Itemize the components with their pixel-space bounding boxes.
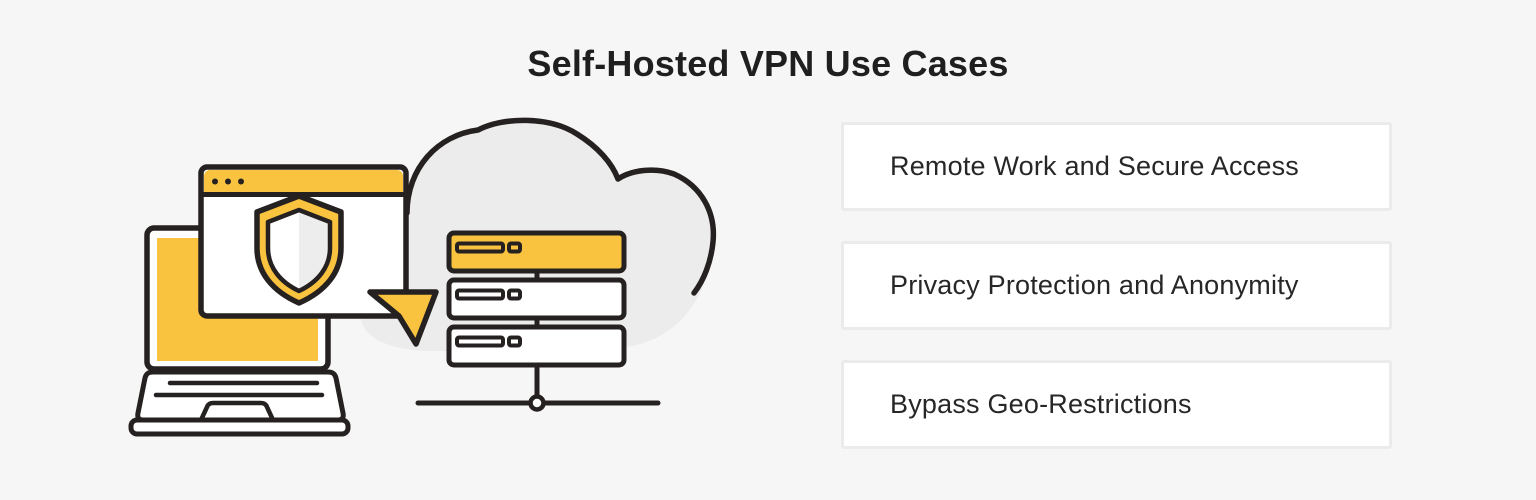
window-dot — [212, 178, 218, 185]
server-rack-icon — [446, 230, 627, 368]
laptop-base — [128, 417, 351, 437]
network-line-icon — [415, 360, 661, 412]
use-case-card-geo-restrictions: Bypass Geo-Restrictions — [841, 360, 1392, 449]
laptop-trackpad — [198, 400, 276, 423]
window-dot — [225, 178, 231, 185]
use-case-card-privacy: Privacy Protection and Anonymity — [841, 241, 1392, 330]
window-dot — [238, 178, 244, 185]
shield-icon — [254, 193, 344, 306]
use-case-label: Bypass Geo-Restrictions — [890, 389, 1192, 419]
use-case-label: Remote Work and Secure Access — [890, 151, 1299, 181]
use-case-label: Privacy Protection and Anonymity — [890, 270, 1299, 300]
use-case-card-remote-work: Remote Work and Secure Access — [841, 122, 1392, 211]
page-title: Self-Hosted VPN Use Cases — [527, 43, 1009, 84]
cursor-icon — [367, 289, 439, 347]
browser-window-icon — [198, 164, 409, 319]
